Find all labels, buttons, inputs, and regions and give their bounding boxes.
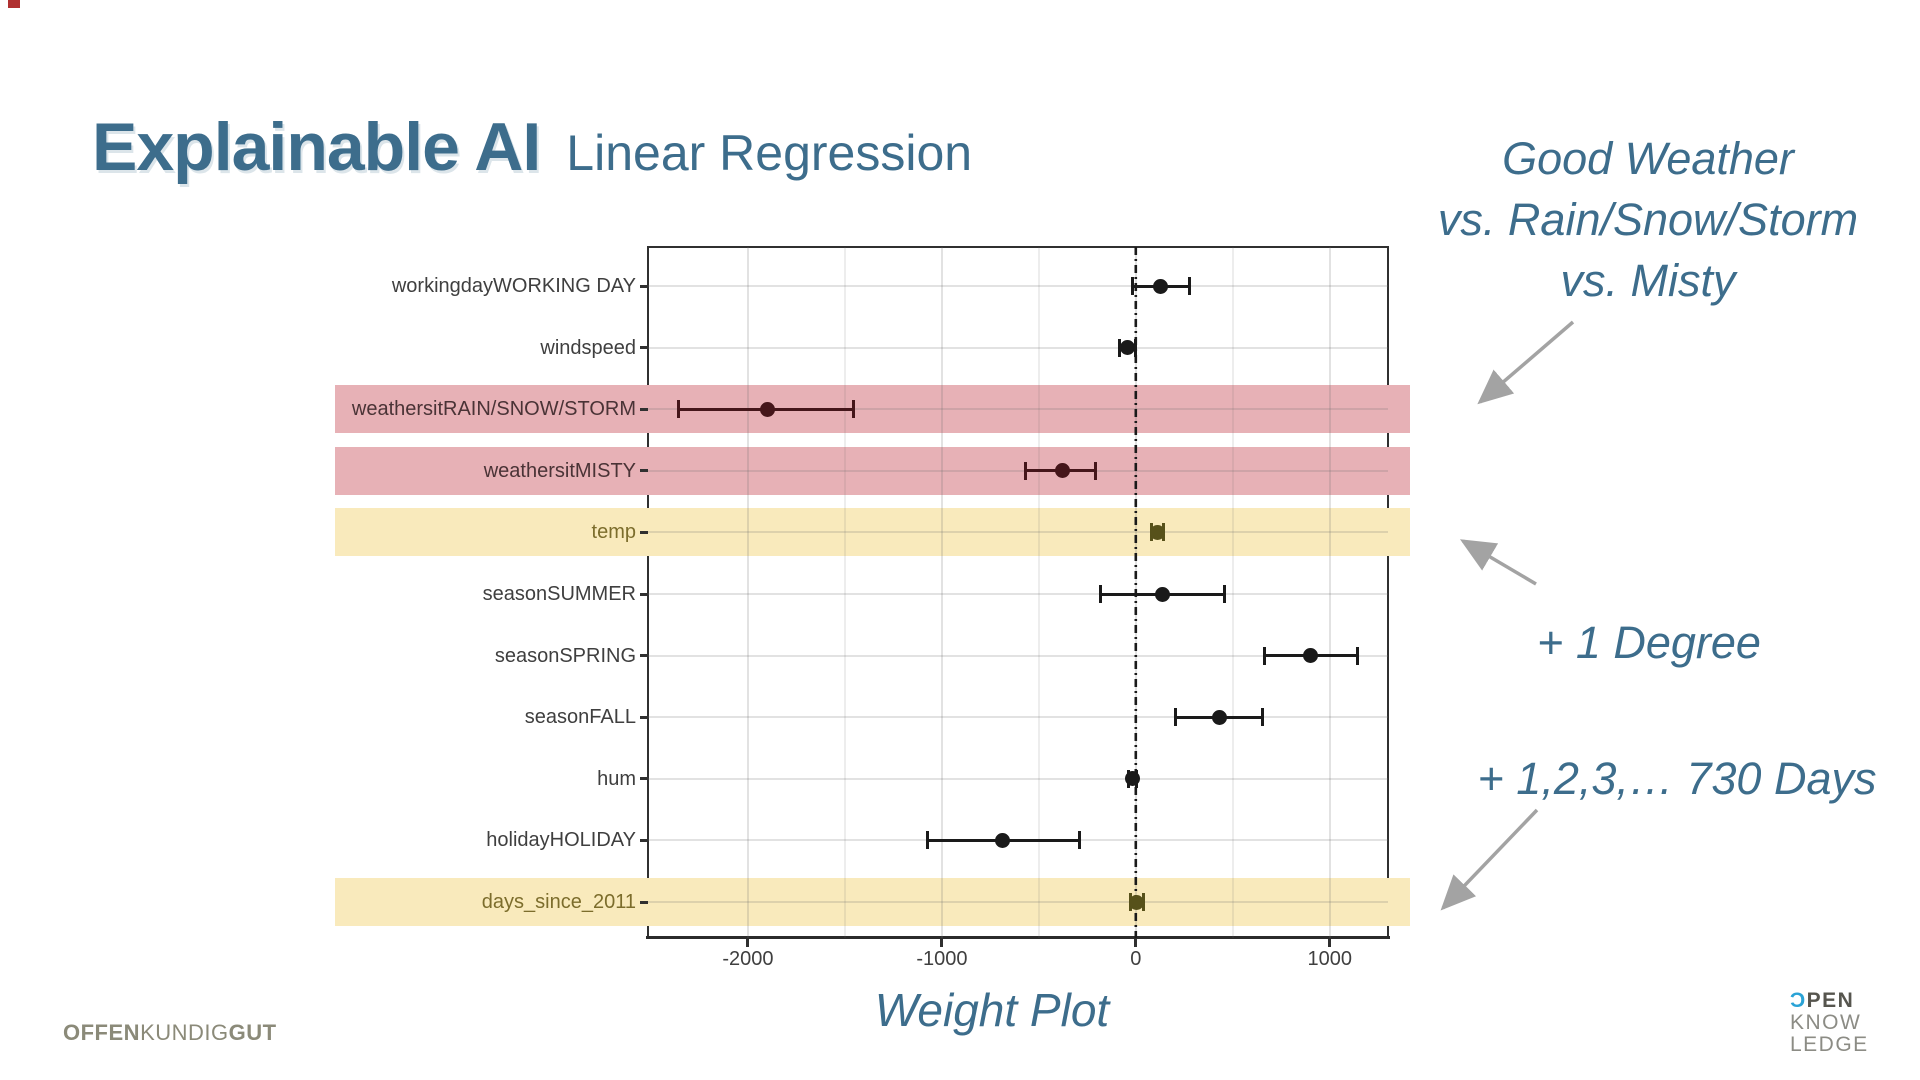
ci-cap-high [1355,646,1359,665]
estimate-point [1149,524,1165,540]
estimate-point [1054,463,1070,479]
estimate-point [995,832,1011,848]
estimate-point [1155,586,1171,602]
logo-left-part3: GUT [228,1020,277,1045]
logo-right-line3: LEDGE [1790,1033,1869,1056]
y-axis-tick [640,715,648,719]
logo-left-part1: OFFEN [63,1020,141,1045]
gridline-row [648,654,1388,657]
x-axis-tick [1134,939,1138,947]
ci-cap-high [1093,461,1097,480]
y-axis-label: weathersitRAIN/SNOW/STORM [351,398,636,421]
y-axis-tick [640,900,648,904]
gridline-row [648,531,1388,534]
annotation-degree: + 1 Degree [1537,617,1761,668]
y-axis-label: holidayHOLIDAY [486,829,636,852]
ci-cap-low [925,831,929,850]
gridline-major [746,247,749,938]
y-axis-tick [640,284,648,288]
ci-cap-high [852,400,856,419]
openknowledge-crescent-icon: Ɔ [1790,989,1807,1012]
y-axis-tick [640,469,648,473]
annotation-weather-line3: vs. Misty [1560,255,1736,306]
y-axis-label: windspeed [540,336,636,359]
gridline-row [648,593,1388,595]
y-axis-tick [640,654,648,658]
row-highlight-band [335,385,1410,434]
y-axis-tick [640,407,648,411]
ci-cap-low [1023,461,1027,480]
gridline-minor [1231,247,1234,938]
ci-cap-high [1261,708,1265,727]
row-highlight-band [335,878,1410,926]
estimate-point [1152,278,1168,294]
corner-artifact [8,0,20,8]
x-axis-tick [940,939,944,947]
x-axis-tick-label: -1000 [916,948,968,970]
x-axis-line [646,936,1390,939]
estimate-point [1302,648,1318,664]
page-title: Explainable AI [92,109,541,185]
x-axis-tick [1328,939,1332,947]
y-axis-tick [640,777,648,781]
y-axis-label: days_since_2011 [481,891,636,913]
page-subtitle: Linear Regression [566,125,973,181]
ci-cap-low [1174,708,1178,727]
gridline-row [648,469,1388,472]
gridline-major [1328,247,1331,938]
header: Explainable AI Linear Regression [92,108,972,186]
offenkundiggut-logo: OFFENKUNDIGGUT [63,1020,277,1046]
logo-right-line1-rest: PEN [1806,989,1855,1012]
ci-cap-high [1187,277,1191,295]
chart-caption: Weight Plot [874,984,1110,1036]
logo-left-part2: KUNDIG [140,1020,229,1045]
ci-cap-low [1117,338,1121,357]
openknowledge-logo: ƆPEN KNOW LEDGE [1790,990,1869,1056]
ci-cap-low [1263,646,1267,665]
gridline-row [648,901,1388,903]
gridline-row [648,285,1388,287]
gridline-row [648,346,1388,349]
ci-cap-high [1078,831,1082,850]
annotation-weather-line1: Good Weather [1502,133,1794,184]
x-axis-tick-label: -2000 [722,948,774,970]
logo-right-line2: KNOW [1790,1011,1862,1034]
gridline-row [648,408,1388,411]
gridline-row [648,716,1388,719]
annotation-weather: Good Weather vs. Rain/Snow/Storm vs. Mis… [1438,128,1858,311]
estimate-point [759,401,775,417]
y-axis-label: seasonSPRING [494,644,636,667]
y-axis-label: temp [591,521,636,544]
ci-cap-low [1099,585,1103,603]
y-axis-label: workingdayWORKING DAY [391,275,636,297]
x-axis-tick [746,939,750,947]
ci-cap-low [676,400,680,419]
ci-cap-low [1131,277,1135,295]
gridline-major [940,247,943,938]
logo-right-line1: ƆPEN [1790,990,1869,1012]
y-axis-label: seasonFALL [524,706,636,729]
y-axis-tick [640,838,648,842]
gridline-row [648,777,1388,780]
y-axis-tick [640,592,648,596]
x-axis-tick-label: 0 [1130,948,1142,970]
row-highlight-band [335,508,1410,557]
gridline-minor [1037,247,1040,938]
y-axis-tick [640,530,648,534]
y-axis-tick [640,346,648,350]
annotation-weather-line2: vs. Rain/Snow/Storm [1437,194,1859,245]
y-axis-label: weathersitMISTY [483,459,636,482]
row-highlight-band [335,446,1410,495]
estimate-point [1120,340,1136,356]
estimate-point [1211,709,1227,725]
ci-cap-high [1223,585,1227,603]
x-axis-tick-label: 1000 [1307,948,1353,970]
y-axis-label: seasonSUMMER [482,583,636,605]
annotation-days: + 1,2,3,… 730 Days [1477,753,1877,804]
gridline-minor [843,247,846,938]
estimate-point [1129,894,1145,910]
y-axis-label: hum [597,767,636,790]
